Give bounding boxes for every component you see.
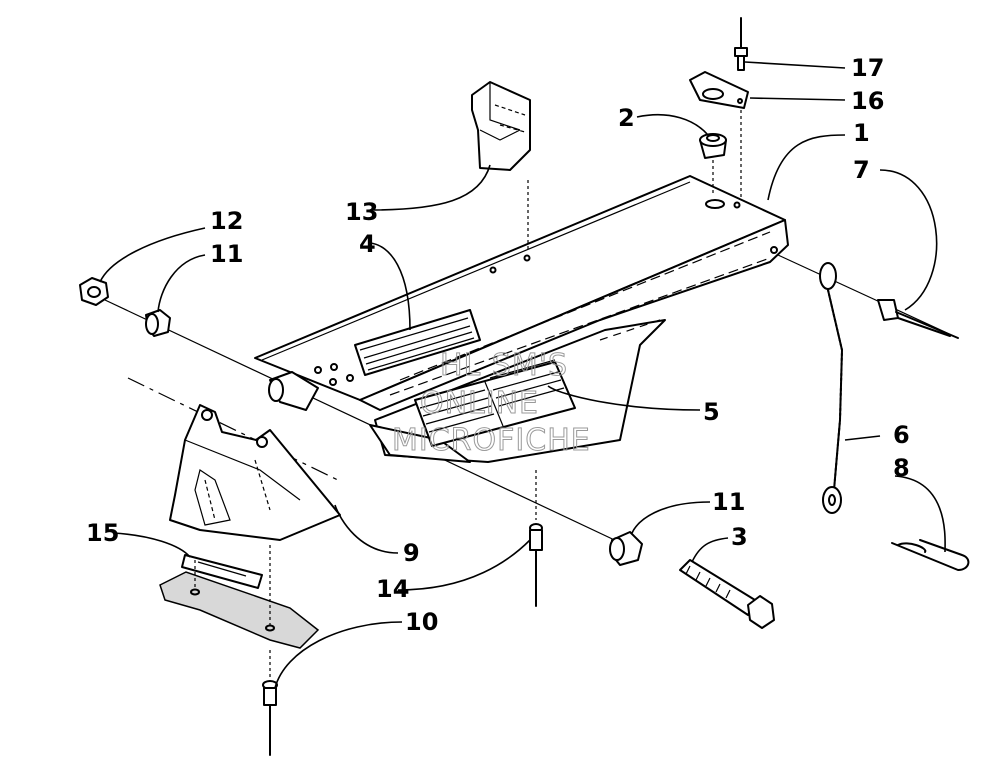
watermark: HL SM'S ONLINE MICROFICHE xyxy=(392,348,591,459)
rivet-10 xyxy=(262,650,278,756)
callout-7: 7 xyxy=(853,156,870,184)
watermark-line-2: ONLINE xyxy=(420,386,539,421)
center-line xyxy=(127,377,343,483)
lanyard-6 xyxy=(777,254,959,514)
leader-lines xyxy=(99,61,946,689)
callout-4: 4 xyxy=(359,230,376,258)
callout-13: 13 xyxy=(345,198,378,226)
decal-5 xyxy=(414,359,576,447)
washer-11-left xyxy=(145,309,171,337)
callout-11-left: 11 xyxy=(210,240,243,268)
callout-16: 16 xyxy=(851,87,884,115)
decal-4 xyxy=(354,309,481,376)
callouts: 17 16 2 1 7 13 4 12 11 5 6 8 11 3 9 14 1… xyxy=(86,54,910,636)
washer-11-right xyxy=(609,531,643,566)
bushing xyxy=(268,371,319,411)
callout-6: 6 xyxy=(893,421,910,449)
hitch-bracket-9 xyxy=(169,404,341,541)
callout-12: 12 xyxy=(210,207,243,235)
bolt-3 xyxy=(679,559,775,629)
rivet-17 xyxy=(734,17,748,200)
callout-8: 8 xyxy=(893,454,910,482)
strap-15 xyxy=(181,554,263,589)
clip-13 xyxy=(471,81,531,250)
callout-3: 3 xyxy=(731,523,748,551)
callout-17: 17 xyxy=(851,54,884,82)
grommet-2 xyxy=(699,133,727,195)
watermark-line-1: HL SM'S xyxy=(440,348,568,383)
callout-2: 2 xyxy=(618,104,635,132)
pin-7 xyxy=(877,299,959,339)
nut-12 xyxy=(79,277,109,306)
bracket-16 xyxy=(689,71,749,109)
callout-5: 5 xyxy=(703,398,720,426)
rivet-14 xyxy=(529,470,543,607)
floor-section xyxy=(159,545,320,649)
callout-15: 15 xyxy=(86,519,119,547)
watermark-line-3: MICROFICHE xyxy=(392,423,591,458)
callout-10: 10 xyxy=(405,608,438,636)
clip-8 xyxy=(891,539,970,571)
callout-11-right: 11 xyxy=(712,488,745,516)
callout-1: 1 xyxy=(853,119,870,147)
callout-9: 9 xyxy=(403,539,420,567)
callout-14: 14 xyxy=(376,575,409,603)
